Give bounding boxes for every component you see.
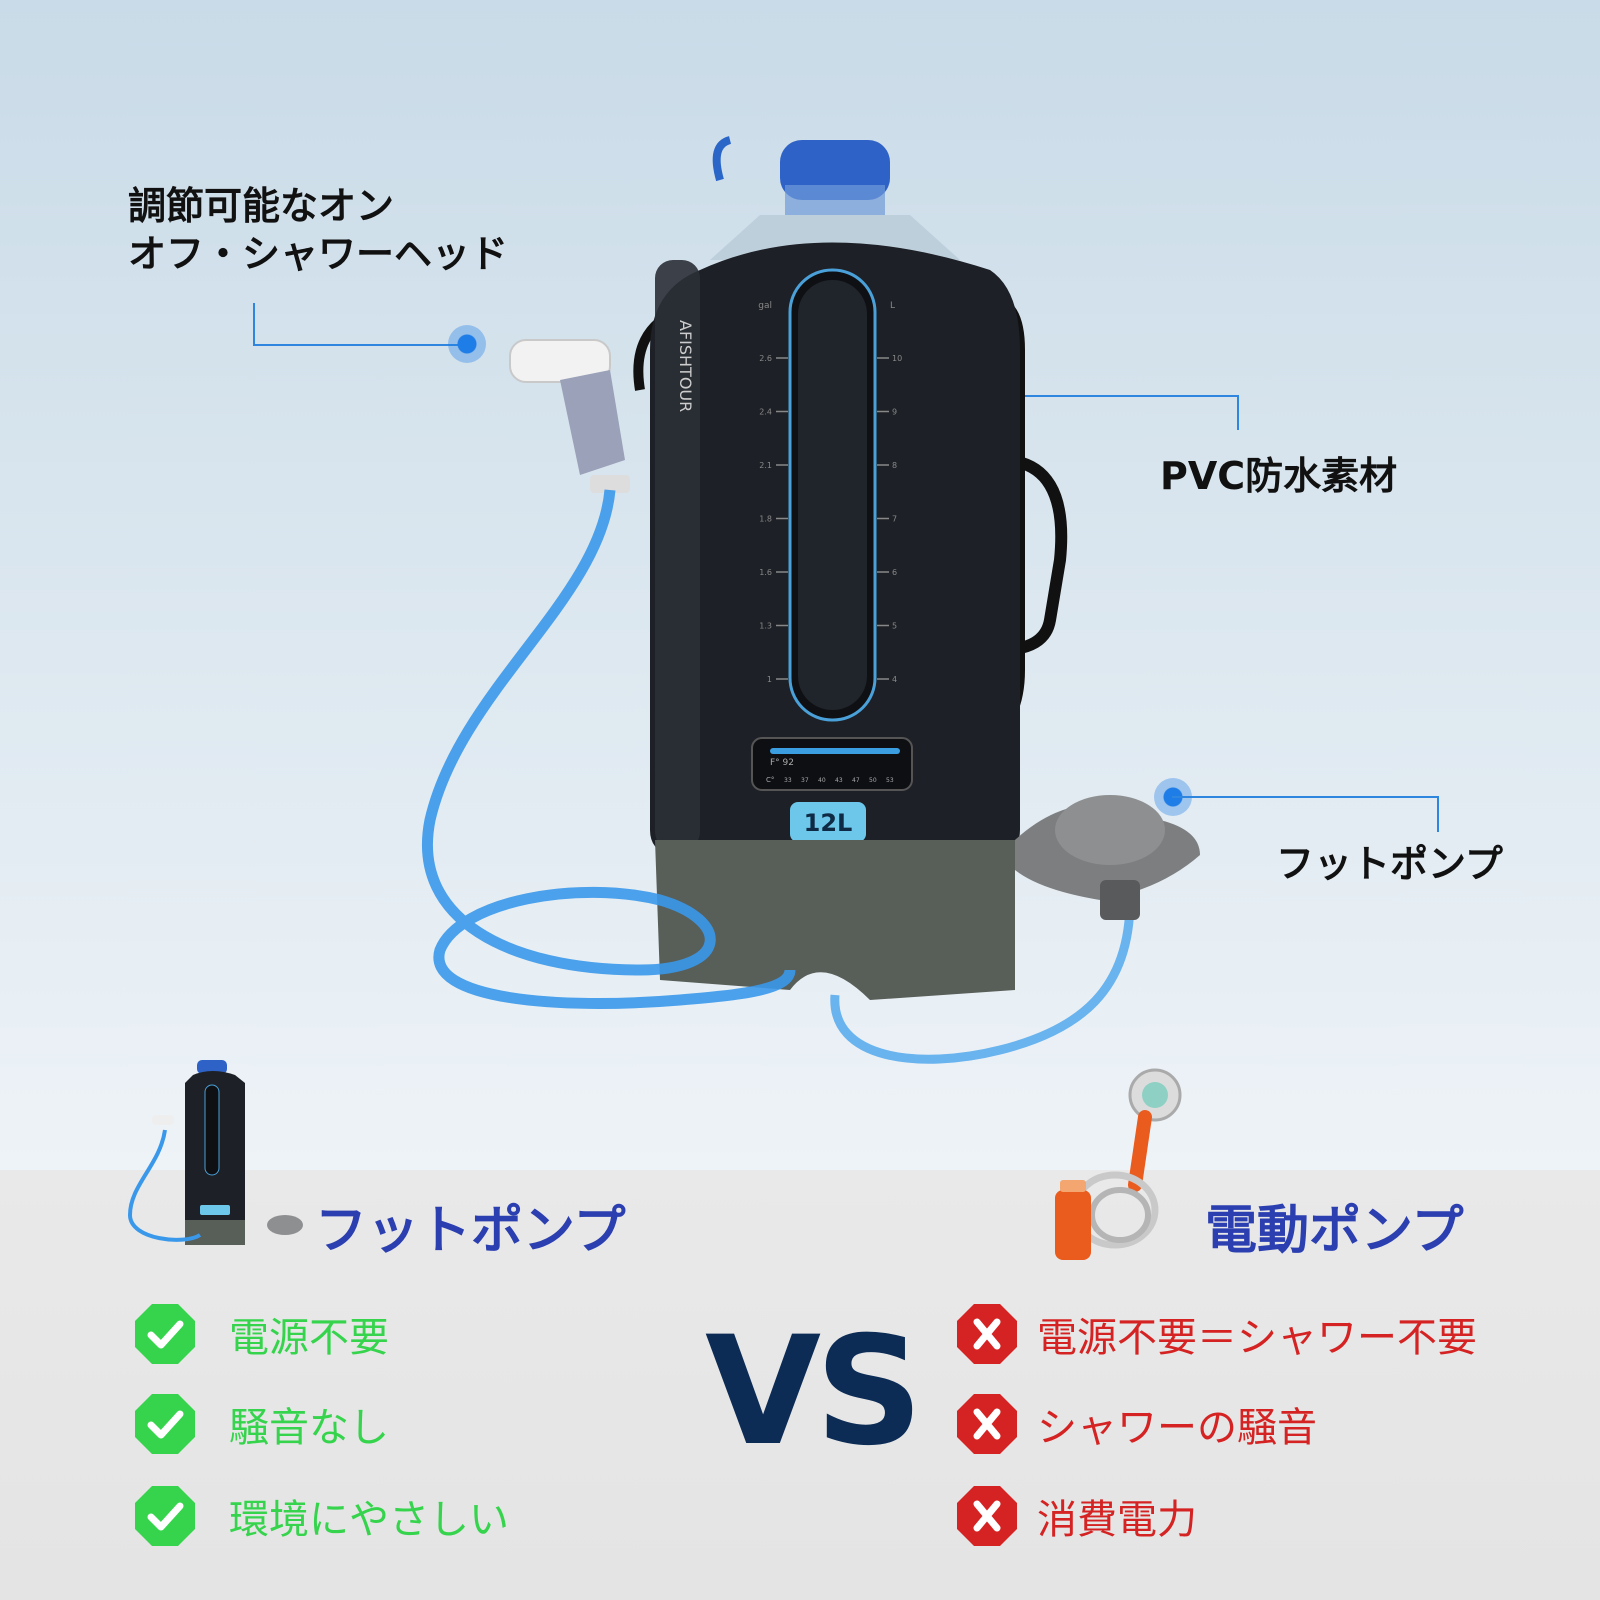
- thermo-c-value: 37: [801, 777, 809, 784]
- pro-item-2: 騒音なし: [133, 1392, 389, 1456]
- scale-right-label: 5: [892, 622, 897, 631]
- callout-material-leader-h: [968, 395, 1239, 397]
- scale-right-label: 6: [892, 568, 897, 577]
- comparison-background: [0, 1170, 1600, 1600]
- bag-base: [655, 840, 1015, 1000]
- con-item-3: 消費電力: [955, 1484, 1197, 1548]
- callout-material: PVC防水素材: [1160, 452, 1397, 500]
- hose: [422, 489, 796, 1009]
- callout-showerhead-dot: [448, 325, 486, 363]
- electric-pump-thumbnail: [1055, 1068, 1182, 1260]
- thermo-c-value: 33: [784, 777, 792, 784]
- scale-left-label: 2.6: [759, 354, 772, 363]
- scale-left-unit: gal: [758, 301, 772, 311]
- pro-item-3: 環境にやさしい: [133, 1484, 509, 1548]
- callout-showerhead-leader-v: [253, 303, 255, 345]
- cap-strap: [712, 136, 732, 182]
- check-icon: [135, 1394, 195, 1454]
- pump-hose: [830, 899, 1135, 1064]
- vs-label: VS: [705, 1305, 923, 1479]
- thermo-c-value: 43: [835, 777, 843, 784]
- scale-right-label: 4: [892, 675, 897, 684]
- con-item-2: シャワーの騒音: [955, 1392, 1317, 1456]
- carry-handle: [999, 454, 1068, 656]
- con-item-1: 電源不要＝シャワー不要: [955, 1302, 1477, 1366]
- scale-right-label: 9: [892, 408, 897, 417]
- scale-left: 2.6 2.4 2.1 1.8 1.6 1.3 1: [759, 354, 788, 684]
- thermo-c-scale: 33 37 40 43 47 50 53: [784, 777, 894, 784]
- shower-grip: [560, 370, 625, 475]
- thermo-c-value: 40: [818, 777, 826, 784]
- cross-icon: [957, 1304, 1017, 1364]
- callout-footpump: フットポンプ: [1276, 840, 1503, 888]
- scale-right-unit: L: [890, 301, 895, 311]
- shower-head: [509, 339, 611, 383]
- callout-showerhead-leader-h: [253, 344, 467, 346]
- pro-item-1: 電源不要: [133, 1302, 389, 1366]
- brand-label: AFISHTOUR: [676, 320, 695, 412]
- pro-item-2-label: 騒音なし: [229, 1405, 389, 1451]
- check-icon: [135, 1486, 195, 1546]
- callout-material-leader-v: [1237, 395, 1239, 430]
- callout-showerhead: 調節可能なオン オフ・シャワーヘッド: [128, 182, 508, 278]
- scale-left-label: 1: [767, 675, 772, 684]
- callout-footpump-label: フットポンプ: [1276, 842, 1503, 886]
- scale-left-label: 2.4: [759, 408, 772, 417]
- pro-item-3-label: 環境にやさしい: [229, 1497, 509, 1543]
- scale-left-label: 1.3: [759, 622, 772, 631]
- con-item-2-label: シャワーの騒音: [1037, 1405, 1317, 1451]
- thermo-c-value: 47: [852, 777, 860, 784]
- capacity-badge: [790, 802, 866, 842]
- thermo-f-label: F° 92: [770, 758, 794, 768]
- check-icon: [135, 1304, 195, 1364]
- cross-icon: [957, 1394, 1017, 1454]
- callout-footpump-leader-h: [1172, 796, 1439, 798]
- callout-showerhead-line2: オフ・シャワーヘッド: [128, 232, 509, 276]
- foot-pump-product-thumbnail: [127, 1060, 303, 1245]
- callout-footpump-leader-v: [1437, 796, 1439, 832]
- callout-showerhead-line1: 調節可能なオン: [128, 184, 395, 228]
- con-item-1-label: 電源不要＝シャワー不要: [1037, 1315, 1477, 1361]
- scale-right: 10 9 8 7 6 5 4: [877, 354, 902, 684]
- scale-right-label: 8: [892, 461, 897, 470]
- scale-left-label: 1.6: [759, 568, 772, 577]
- right-title: 電動ポンプ: [1205, 1201, 1464, 1261]
- pro-item-1-label: 電源不要: [229, 1315, 389, 1361]
- scale-right-label: 10: [892, 354, 902, 363]
- thermo-c-value: 53: [886, 777, 894, 784]
- scale-left-label: 1.8: [759, 515, 772, 524]
- left-title: フットポンプ: [315, 1201, 626, 1261]
- con-item-3-label: 消費電力: [1037, 1497, 1197, 1543]
- callout-material-label: PVC防水素材: [1160, 454, 1398, 498]
- shower-bag-illustration: AFISHTOUR 2.6 2.4 2.1 1.8 1.6 1.3 1 10 9 8 7 6 5 4 g…: [422, 136, 1200, 1064]
- cross-icon: [957, 1486, 1017, 1546]
- thermo-c-value: 50: [869, 777, 877, 784]
- scale-right-label: 7: [892, 515, 897, 524]
- capacity-label: 12L: [804, 809, 853, 837]
- side-pocket: [655, 260, 700, 850]
- thermo-c-label: C°: [766, 776, 774, 784]
- scale-left-label: 2.1: [759, 461, 772, 470]
